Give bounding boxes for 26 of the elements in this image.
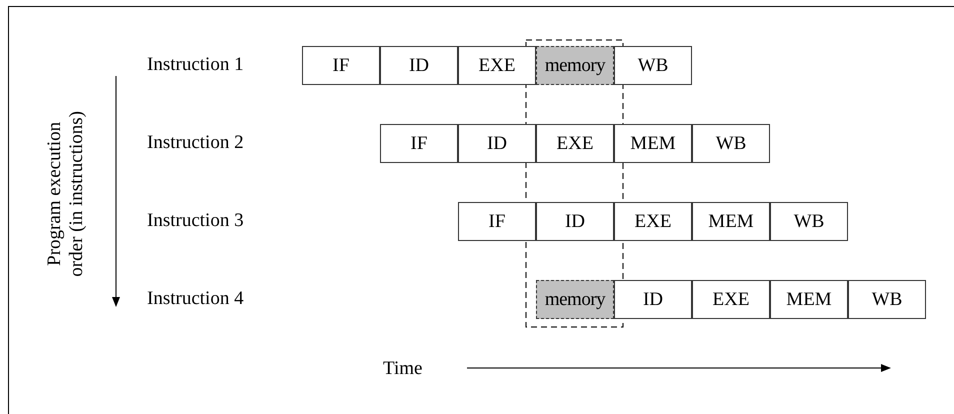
row-label: Instruction 1 bbox=[147, 54, 244, 76]
row-label: Instruction 4 bbox=[147, 288, 244, 310]
stage-box: MEM bbox=[692, 202, 770, 241]
stage-box: IF bbox=[380, 124, 458, 163]
stage-box: EXE bbox=[692, 280, 770, 319]
axis-label: Time bbox=[383, 358, 422, 380]
stage-box: ID bbox=[536, 202, 614, 241]
stage-box: EXE bbox=[458, 46, 536, 85]
stage-box: EXE bbox=[536, 124, 614, 163]
row-label: Instruction 2 bbox=[147, 132, 244, 154]
stage-box: MEM bbox=[614, 124, 692, 163]
stage-box: ID bbox=[458, 124, 536, 163]
row-label: Instruction 3 bbox=[147, 210, 244, 232]
stage-box: WB bbox=[614, 46, 692, 85]
stage-box: ID bbox=[614, 280, 692, 319]
axis-label: Program execution order (in instructions) bbox=[44, 110, 88, 279]
stage-box: EXE bbox=[614, 202, 692, 241]
stage-box: ID bbox=[380, 46, 458, 85]
stage-box: MEM bbox=[770, 280, 848, 319]
stage-box: IF bbox=[458, 202, 536, 241]
highlighted-stage-box: memory bbox=[536, 46, 614, 85]
stage-box: IF bbox=[302, 46, 380, 85]
stage-box: WB bbox=[770, 202, 848, 241]
highlighted-stage-box: memory bbox=[536, 280, 614, 319]
stage-box: WB bbox=[848, 280, 926, 319]
stage-box: WB bbox=[692, 124, 770, 163]
